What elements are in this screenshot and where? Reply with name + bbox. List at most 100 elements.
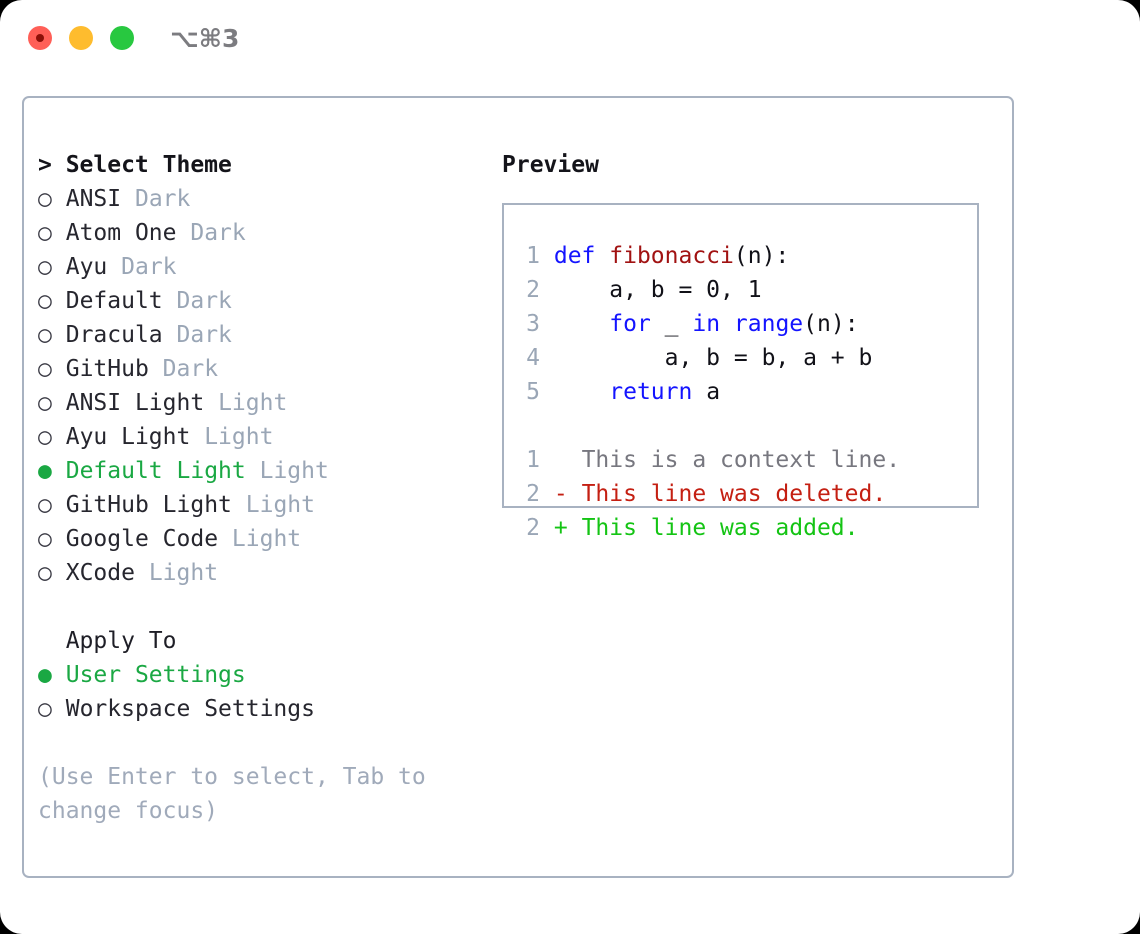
radio-unselected-icon: ○ <box>38 526 52 552</box>
theme-option-ayu[interactable]: ○ Ayu Dark <box>38 250 488 284</box>
diff-line-number: 2 <box>526 481 540 507</box>
radio-unselected-icon: ○ <box>38 254 52 280</box>
theme-option-ayu-light[interactable]: ○ Ayu Light Light <box>38 420 488 454</box>
diff-marker: - <box>553 481 582 507</box>
code-token: in <box>692 311 721 337</box>
theme-option-mode-badge: Dark <box>134 186 191 212</box>
code-line-number: 3 <box>526 311 540 337</box>
code-token <box>554 379 609 405</box>
theme-option-mode-badge: Dark <box>121 254 177 280</box>
keyboard-shortcut-label: ⌥⌘3 <box>170 24 240 53</box>
theme-option-label: GitHub Light <box>65 492 232 518</box>
code-token: _ <box>650 311 693 337</box>
theme-option-xcode[interactable]: ○ XCode Light <box>38 556 488 590</box>
theme-option-ansi[interactable]: ○ ANSI Dark <box>38 182 488 216</box>
theme-option-ansi-light[interactable]: ○ ANSI Light Light <box>38 386 488 420</box>
code-line: 3 for _ in range(n): <box>514 307 971 341</box>
window-controls <box>28 26 134 50</box>
preview-column: Preview 1 def fibonacci(n):2 a, b = 0, 1… <box>502 148 1002 541</box>
radio-unselected-icon: ○ <box>38 560 52 586</box>
theme-option-label: GitHub <box>65 356 149 382</box>
diff-marker: + <box>553 515 582 541</box>
radio-selected-icon: ● <box>38 662 52 688</box>
theme-option-default-light[interactable]: ● Default Light Light <box>38 454 488 488</box>
theme-picker-column: > Select Theme ○ ANSI Dark○ Atom One Dar… <box>38 148 488 828</box>
apply-to-option-label: User Settings <box>65 662 246 688</box>
preview-title: Preview <box>502 152 599 178</box>
diff-text: This line was added. <box>581 515 859 541</box>
code-line-number: 5 <box>526 379 540 405</box>
code-token <box>554 311 609 337</box>
minimize-button[interactable] <box>69 26 93 50</box>
theme-list: ○ ANSI Dark○ Atom One Dark○ Ayu Dark○ De… <box>38 182 488 590</box>
theme-option-mode-badge: Light <box>148 560 219 586</box>
code-token: fibonacci <box>609 243 734 269</box>
theme-option-mode-badge: Light <box>259 458 329 484</box>
code-token <box>720 311 734 337</box>
code-token: range <box>733 311 804 337</box>
radio-unselected-icon: ○ <box>38 220 52 246</box>
theme-option-label: Atom One <box>65 220 177 246</box>
diff-gap <box>514 409 971 443</box>
theme-option-mode-badge: Light <box>231 526 302 552</box>
code-line: 2 a, b = 0, 1 <box>514 273 971 307</box>
diff-text: This line was deleted. <box>581 481 887 507</box>
theme-option-mode-badge: Light <box>218 390 288 416</box>
code-token: a <box>692 379 721 405</box>
code-token: (n): <box>733 243 790 269</box>
theme-option-mode-badge: Light <box>204 424 274 450</box>
maximize-button[interactable] <box>110 26 134 50</box>
code-line: 4 a, b = b, a + b <box>514 341 971 375</box>
radio-unselected-icon: ○ <box>38 424 52 450</box>
radio-unselected-icon: ○ <box>38 356 52 382</box>
theme-option-mode-badge: Dark <box>176 322 232 348</box>
theme-option-github-light[interactable]: ○ GitHub Light Light <box>38 488 488 522</box>
radio-unselected-icon: ○ <box>38 696 52 722</box>
apply-to-option-label: Workspace Settings <box>65 696 315 722</box>
theme-option-atom-one[interactable]: ○ Atom One Dark <box>38 216 488 250</box>
close-button[interactable] <box>28 26 52 50</box>
code-line: 1 def fibonacci(n): <box>514 239 971 273</box>
theme-option-dracula[interactable]: ○ Dracula Dark <box>38 318 488 352</box>
diff-line-number: 1 <box>526 447 540 473</box>
main-panel: > Select Theme ○ ANSI Dark○ Atom One Dar… <box>22 96 1014 878</box>
radio-unselected-icon: ○ <box>38 492 52 518</box>
code-token: a, b = b, a + b <box>553 345 873 371</box>
code-token: (n): <box>803 311 859 337</box>
theme-option-mode-badge: Dark <box>176 288 232 314</box>
diff-line-ctx: 1 This is a context line. <box>514 443 971 477</box>
theme-option-label: Google Code <box>65 526 219 552</box>
diff-line-add: 2 + This line was added. <box>514 511 971 545</box>
theme-option-default[interactable]: ○ Default Dark <box>38 284 488 318</box>
theme-option-label: Dracula <box>65 322 163 348</box>
apply-to-header-label: Apply To <box>65 628 177 654</box>
code-line-number: 4 <box>526 345 540 371</box>
code-line-number: 1 <box>526 243 540 269</box>
apply-to-list: ● User Settings○ Workspace Settings <box>38 658 488 726</box>
diff-marker <box>554 447 582 473</box>
radio-selected-icon: ● <box>38 458 52 484</box>
theme-option-mode-badge: Dark <box>190 220 246 246</box>
theme-option-label: Ayu <box>65 254 108 280</box>
radio-unselected-icon: ○ <box>38 390 52 416</box>
apply-to-option-user-settings[interactable]: ● User Settings <box>38 658 488 692</box>
select-theme-header: > Select Theme <box>38 152 232 178</box>
diff-sample: 1 This is a context line.2 - This line w… <box>514 443 971 545</box>
theme-option-github[interactable]: ○ GitHub Dark <box>38 352 488 386</box>
theme-option-label: Default <box>65 288 163 314</box>
apply-to-header: Apply To <box>38 624 488 658</box>
theme-option-mode-badge: Dark <box>162 356 219 382</box>
list-spacer <box>38 590 488 624</box>
theme-option-label: XCode <box>65 560 135 586</box>
diff-line-del: 2 - This line was deleted. <box>514 477 971 511</box>
theme-option-google-code[interactable]: ○ Google Code Light <box>38 522 488 556</box>
code-token: return <box>609 379 693 405</box>
radio-unselected-icon: ○ <box>38 322 52 348</box>
theme-option-label: Default Light <box>65 458 246 484</box>
title-bar: ⌥⌘3 <box>0 0 1140 78</box>
apply-to-option-workspace-settings[interactable]: ○ Workspace Settings <box>38 692 488 726</box>
